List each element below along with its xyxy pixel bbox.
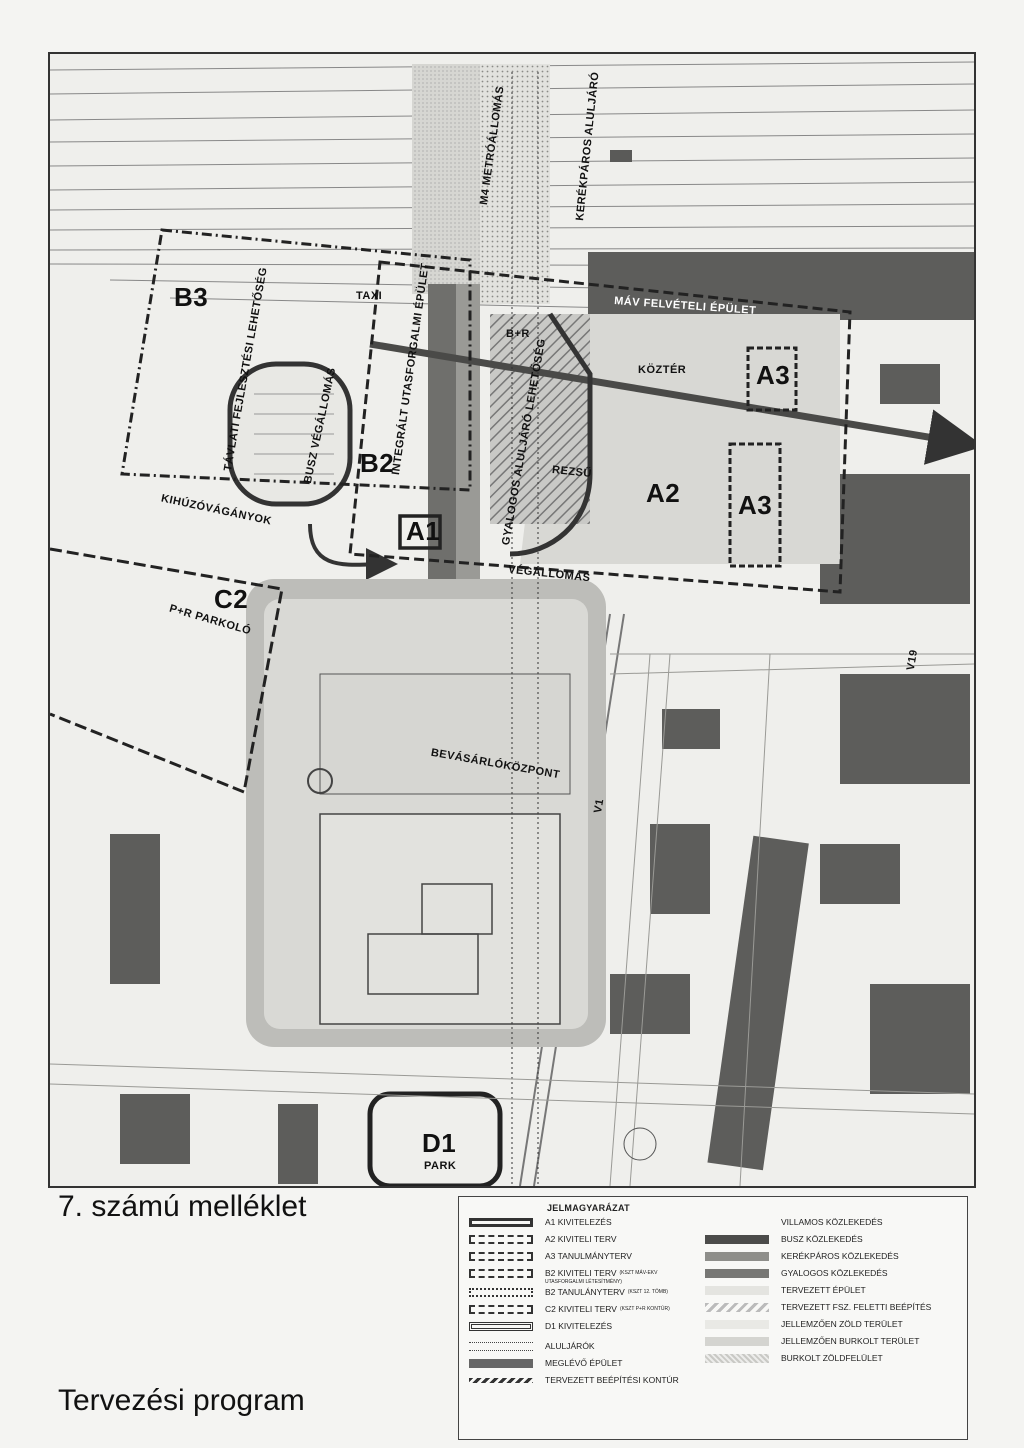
- legend-item-a3: A3 TANULMÁNYTERV: [469, 1249, 632, 1263]
- existing-buildings: [110, 364, 970, 1184]
- bus-route-arrow: [369, 340, 974, 465]
- legend-item-pedestrian: GYALOGOS KÖZLEKEDÉS: [705, 1266, 888, 1280]
- streets: [50, 653, 974, 1186]
- green-swatch: [705, 1319, 769, 1329]
- bike-swatch: [705, 1251, 769, 1261]
- legend-item-d1: D1 KIVITELEZÉS: [469, 1319, 612, 1333]
- b2-study-swatch: [469, 1287, 533, 1297]
- zone-a3-top-label: A3: [756, 360, 791, 390]
- d1-swatch: [469, 1321, 533, 1331]
- underpass-swatch: [469, 1341, 533, 1351]
- legend-item-green: JELLEMZŐEN ZÖLD TERÜLET: [705, 1317, 903, 1331]
- legend-label: BUSZ KÖZLEKEDÉS: [781, 1234, 863, 1244]
- zone-b2-label: B2: [360, 448, 395, 478]
- legend-item-b2-plan: B2 KIVITELI TERV (KSZT MÁV-EKV: [469, 1266, 657, 1280]
- annex-title: 7. számú melléklet: [58, 1190, 307, 1223]
- program-title: Tervezési program: [58, 1384, 305, 1417]
- legend-label: VILLAMOS KÖZLEKEDÉS: [781, 1217, 883, 1227]
- legend-sub: (KSZT 12. TÖMB): [627, 1289, 668, 1295]
- legend-item-a2: A2 KIVITELI TERV: [469, 1232, 617, 1246]
- kozter-label: KÖZTÉR: [638, 364, 687, 376]
- legend-item-tram: VILLAMOS KÖZLEKEDÉS: [705, 1215, 883, 1229]
- park-label: PARK: [424, 1160, 457, 1172]
- v1-label: V1: [592, 797, 607, 815]
- mav-building: [588, 252, 974, 320]
- plaza-area: [520, 314, 840, 564]
- planned-building-swatch: [705, 1285, 769, 1295]
- tram-swatch: [705, 1218, 769, 1227]
- legend-item-paved: JELLEMZŐEN BURKOLT TERÜLET: [705, 1334, 919, 1348]
- legend-label: BURKOLT ZÖLDFELÜLET: [781, 1353, 883, 1363]
- above-ground-swatch: [705, 1302, 769, 1312]
- zone-outlines: [50, 228, 852, 1186]
- map-drawing: [50, 61, 974, 1186]
- a3-swatch: [469, 1251, 533, 1261]
- legend-item-underpass: ALULJÁRÓK: [469, 1339, 595, 1353]
- legend-label: A2 KIVITELI TERV: [545, 1234, 617, 1244]
- legend-label: GYALOGOS KÖZLEKEDÉS: [781, 1268, 888, 1278]
- b2-plan-swatch: [469, 1268, 533, 1278]
- legend-label: ALULJÁRÓK: [545, 1341, 595, 1351]
- existing-swatch: [469, 1358, 533, 1368]
- legend-label: MEGLÉVŐ ÉPÜLET: [545, 1358, 623, 1368]
- legend-title: JELMAGYARÁZAT: [547, 1203, 630, 1213]
- legend-item-a1: A1 KIVITELEZÉS: [469, 1215, 612, 1229]
- c2-swatch: [469, 1304, 533, 1314]
- zone-b3-label: B3: [174, 282, 209, 312]
- legend-label: D1 KIVITELEZÉS: [545, 1321, 613, 1331]
- legend-label: TERVEZETT ÉPÜLET: [781, 1285, 866, 1295]
- bus-bays: [254, 393, 334, 475]
- legend-item-contour: TERVEZETT BEÉPÍTÉSI KONTÚR: [469, 1373, 679, 1387]
- legend-item-above-ground: TERVEZETT FSZ. FELETTI BEÉPÍTÉS: [705, 1300, 931, 1314]
- legend-sub: (KSZT P+R KONTÚR): [619, 1306, 670, 1312]
- legend-label: C2 KIVITELI TERV: [545, 1304, 617, 1314]
- legend-label: KERÉKPÁROS KÖZLEKEDÉS: [781, 1251, 899, 1261]
- legend-item-existing: MEGLÉVŐ ÉPÜLET: [469, 1356, 622, 1370]
- legend-label: JELLEMZŐEN ZÖLD TERÜLET: [781, 1319, 903, 1329]
- a2-swatch: [469, 1234, 533, 1244]
- taxi-label: TAXI: [356, 290, 383, 302]
- bus-swatch: [705, 1234, 769, 1244]
- zone-d1-label: D1: [422, 1128, 457, 1158]
- b2-note: UTASFORGALMI LÉTESÍTMÉNY): [545, 1279, 622, 1285]
- zone-c2-label: C2: [214, 584, 249, 614]
- mall-inner: [319, 813, 561, 1025]
- legend-item-bike: KERÉKPÁROS KÖZLEKEDÉS: [705, 1249, 899, 1263]
- legend-label: B2 TANULÁNYTERV: [545, 1287, 625, 1297]
- legend-item-planned-building: TERVEZETT ÉPÜLET: [705, 1283, 866, 1297]
- zone-a1-label: A1: [406, 516, 441, 546]
- legend-item-paved-green: BURKOLT ZÖLDFELÜLET: [705, 1351, 883, 1365]
- a1-swatch: [469, 1217, 533, 1227]
- contour-swatch: [469, 1377, 533, 1383]
- legend-label: TERVEZETT FSZ. FELETTI BEÉPÍTÉS: [781, 1302, 932, 1312]
- legend-label: A3 TANULMÁNYTERV: [545, 1251, 632, 1261]
- bus-route: [509, 312, 593, 557]
- legend-label: A1 KIVITELEZÉS: [545, 1217, 612, 1227]
- legend-sub: (KSZT MÁV-EKV: [619, 1270, 658, 1276]
- br-label: B+R: [506, 328, 530, 340]
- metro-strip: [412, 64, 490, 294]
- legend-label: JELLEMZŐEN BURKOLT TERÜLET: [781, 1336, 920, 1346]
- zone-a3-bottom-label: A3: [738, 490, 773, 520]
- legend: JELMAGYARÁZAT A1 KIVITELEZÉS A2 KIVITELI…: [458, 1196, 968, 1440]
- paved-swatch: [705, 1336, 769, 1346]
- site-plan-map: B3 B2 A1 A2 A3 A3 C2 D1 TAXI B+R MÁV FEL…: [48, 52, 976, 1188]
- legend-item-b2-study: B2 TANULÁNYTERV (KSZT 12. TÖMB): [469, 1285, 668, 1299]
- legend-item-c2: C2 KIVITELI TERV (KSZT P+R KONTÚR): [469, 1302, 670, 1316]
- zone-a2-label: A2: [646, 478, 681, 508]
- legend-label: TERVEZETT BEÉPÍTÉSI KONTÚR: [545, 1375, 679, 1385]
- legend-item-bus: BUSZ KÖZLEKEDÉS: [705, 1232, 863, 1246]
- legend-label: B2 KIVITELI TERV: [545, 1268, 617, 1278]
- paved-green-swatch: [705, 1353, 769, 1363]
- pedestrian-swatch: [705, 1268, 769, 1278]
